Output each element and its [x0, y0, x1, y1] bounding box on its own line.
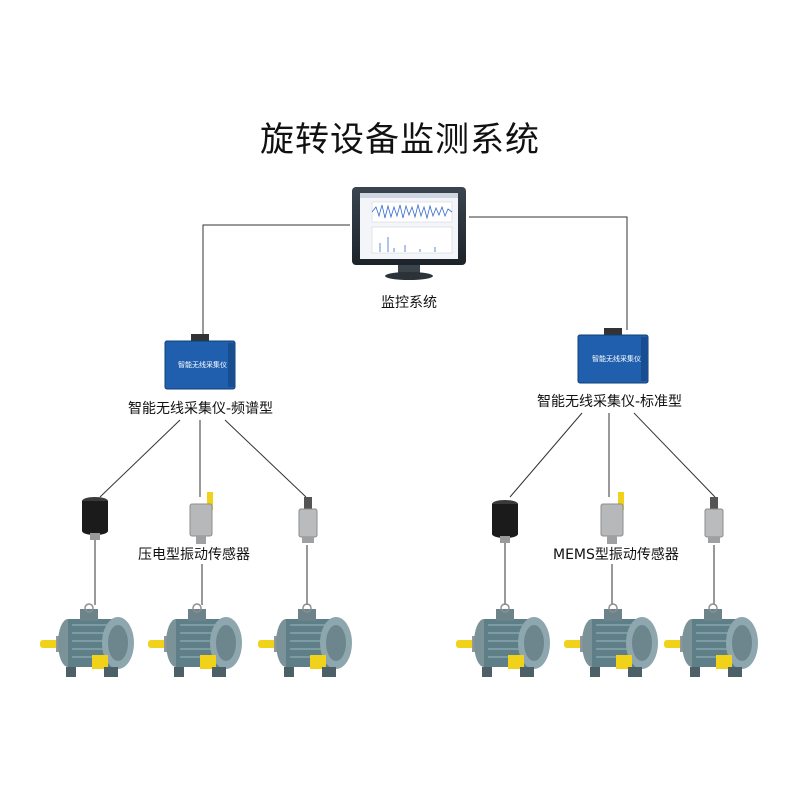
black-sensor-right: [490, 500, 520, 549]
motor-5: [564, 603, 660, 681]
motor-6: [664, 603, 760, 681]
line-left-sensor3: [224, 419, 307, 498]
wireless-collector-right: [577, 328, 649, 386]
diagram-title: 旋转设备监测系统: [260, 120, 540, 160]
sensor-label-left: 压电型振动传感器: [138, 544, 250, 564]
monitor-computer: [350, 185, 468, 281]
gray-sensor-right: [702, 497, 726, 549]
wireless-gray-sensor-right: [597, 492, 631, 550]
black-sensor-left: [80, 497, 110, 546]
line-left-sensor1: [99, 419, 181, 498]
motor-4: [456, 603, 552, 681]
wireless-collector-left: [164, 334, 236, 392]
line-monitor-right: [469, 216, 628, 330]
wireless-gray-sensor-left: [186, 492, 220, 550]
line-right-sensor1: [509, 412, 583, 498]
gray-sensor-left: [296, 497, 320, 549]
motor-3: [258, 603, 354, 681]
motor-1: [40, 603, 136, 681]
sensor-label-right: MEMS型振动传感器: [553, 544, 679, 564]
collector-right-label: 智能无线采集仪-标准型: [537, 394, 683, 410]
line-monitor-left: [202, 224, 350, 337]
collector-right-screen-text: 智能无线采集仪: [592, 355, 641, 363]
collector-left-label: 智能无线采集仪-频谱型: [128, 401, 274, 417]
line-right-sensor3: [633, 412, 716, 498]
collector-left-screen-text: 智能无线采集仪: [178, 361, 227, 369]
monitor-label: 监控系统: [381, 295, 437, 311]
motor-2: [148, 603, 244, 681]
